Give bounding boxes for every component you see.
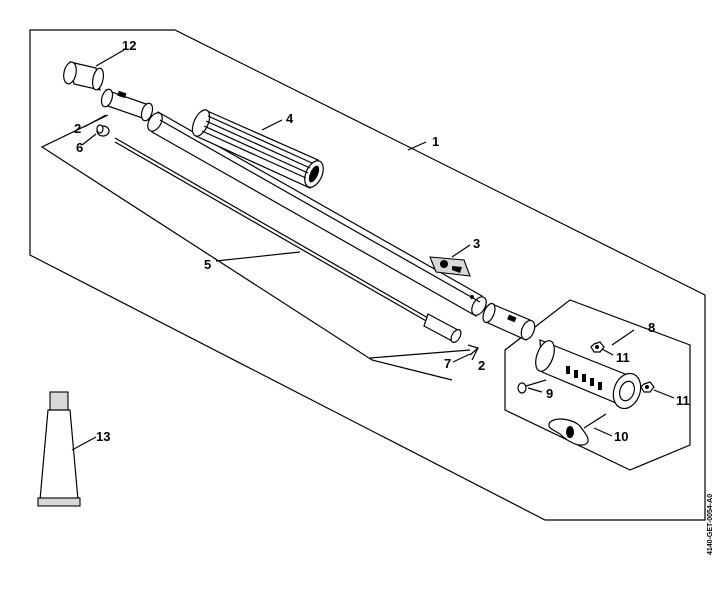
part-3-label	[429, 256, 471, 277]
leader-lines	[71, 49, 675, 451]
part-10-wing-screw	[548, 413, 607, 446]
part-8-clamp	[535, 339, 642, 410]
callout-1: 1	[432, 134, 439, 149]
part-2-coupling-bottom	[482, 302, 536, 341]
callout-11-right: 11	[676, 393, 690, 408]
part-2-coupling-top	[100, 88, 154, 122]
callout-2-top: 2	[74, 121, 81, 136]
part-5-drive-shaft	[114, 137, 462, 343]
assembly-1-outline	[29, 29, 706, 521]
callout-11-top: 11	[616, 350, 630, 365]
part-9-screw	[517, 379, 547, 394]
part-1-shaft-tube	[147, 111, 487, 317]
callout-9: 9	[546, 386, 553, 401]
part-12-end-cap	[63, 61, 104, 91]
part-4-grip-hose	[191, 109, 324, 189]
callout-6: 6	[76, 140, 83, 155]
callout-8: 8	[648, 320, 655, 335]
callout-7: 7	[444, 356, 451, 371]
part-11-nut-b	[640, 381, 655, 393]
bracket-group-5-right	[369, 349, 471, 359]
part-11-nut-a	[590, 341, 605, 353]
callout-10: 10	[614, 429, 628, 444]
callout-13: 13	[96, 429, 110, 444]
callout-4: 4	[286, 111, 294, 126]
part-7-clip	[467, 344, 480, 361]
reference-code: 4140-GET-0054-A0	[707, 494, 714, 555]
callout-3: 3	[473, 236, 480, 251]
part-13-grease-tube	[37, 391, 81, 507]
assembly-8-outline	[504, 299, 691, 471]
callout-5: 5	[204, 257, 211, 272]
callout-2-bottom: 2	[478, 358, 485, 373]
bracket-group-5	[40, 114, 453, 381]
callout-12: 12	[122, 38, 136, 53]
part-6-sleeve	[96, 124, 110, 137]
